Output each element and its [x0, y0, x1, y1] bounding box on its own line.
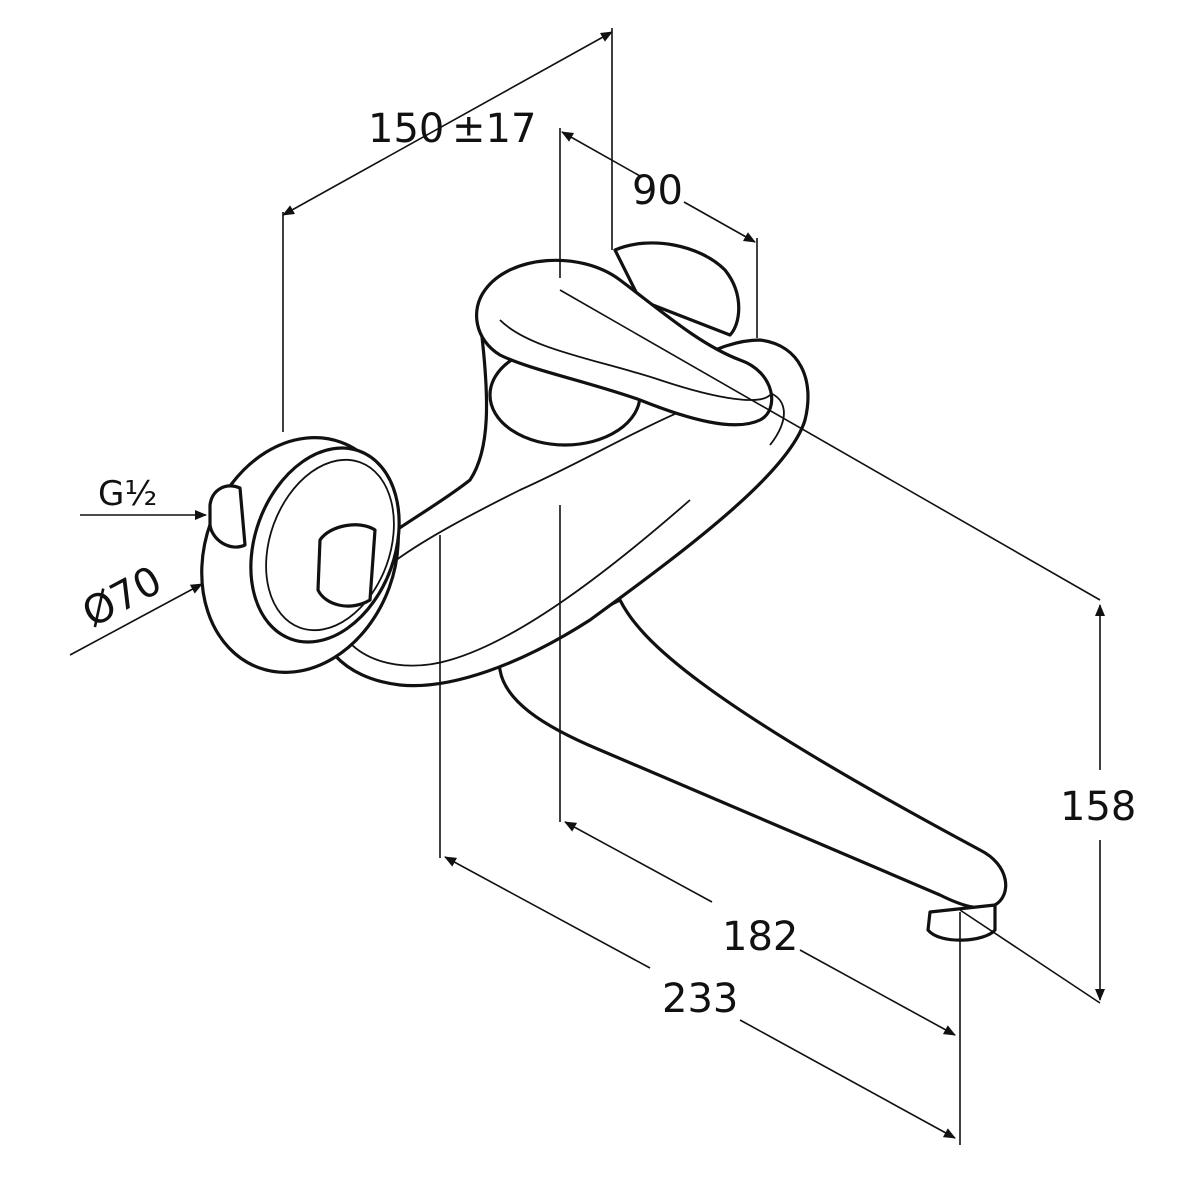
inlet-thread [208, 484, 247, 549]
faucet-body [200, 241, 1008, 942]
dim-label-150: 150 [368, 106, 444, 152]
rear-rosette [613, 241, 741, 337]
dim-label-158: 158 [1060, 784, 1136, 830]
spout [497, 598, 1008, 910]
front-rosette-inner [265, 458, 395, 632]
dim-label-diameter: Ø70 [75, 558, 169, 637]
connection-nut [316, 523, 377, 608]
lever-inner-outline [499, 319, 771, 401]
lever-handle [475, 258, 774, 427]
dimension-lines [69, 28, 1105, 1145]
spout-aerator [926, 903, 997, 942]
dim-label-90: 90 [632, 168, 683, 214]
dim-label-233: 233 [662, 976, 738, 1022]
dim-label-tolerance: ±17 [452, 106, 536, 152]
dim-label-182: 182 [722, 914, 798, 960]
dim-label-thread: G½ [98, 474, 157, 514]
body-inner-outline-2 [334, 499, 691, 667]
